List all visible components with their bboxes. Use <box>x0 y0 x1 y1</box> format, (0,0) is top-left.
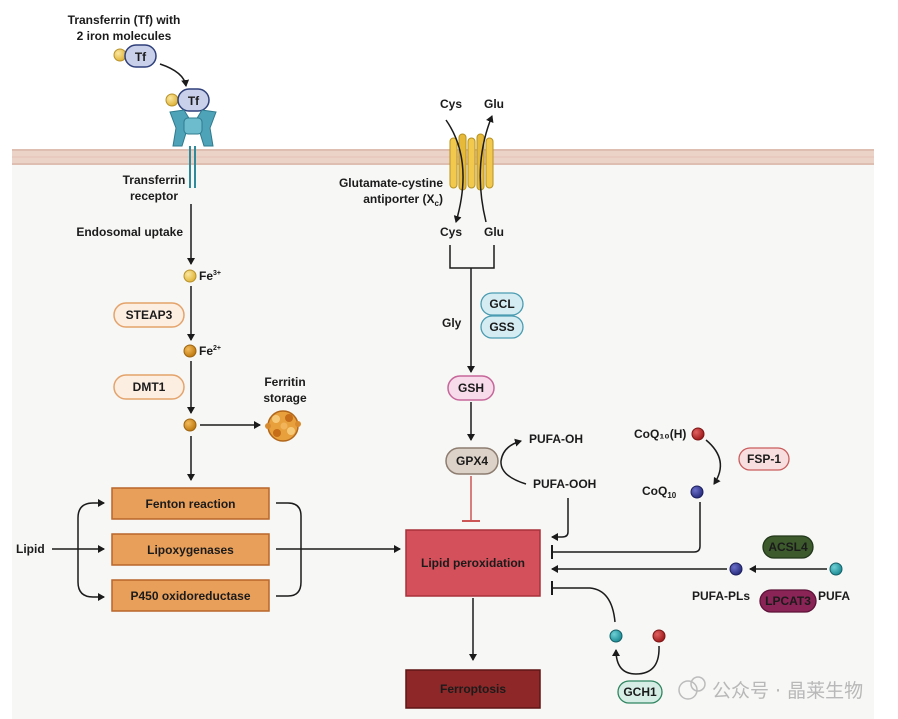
receptor-label-line2: receptor <box>130 189 178 203</box>
pufa-pls-label: PUFA-PLs <box>692 589 750 603</box>
p450-label: P450 oxidoreductase <box>130 589 250 603</box>
iron-atom-icon <box>113 48 127 62</box>
watermark: 公众号 · 晶莱生物 <box>678 676 863 702</box>
ferritin-label-line1: Ferritin <box>264 375 305 389</box>
antiporter-label-line1: Glutamate-cystine <box>339 176 443 190</box>
cys-top-label: Cys <box>440 97 462 111</box>
fe2-label: Fe2+ <box>199 344 221 358</box>
antiporter-label-line2: antiporter (Xc) <box>363 192 443 208</box>
transferrin-label-line1: Transferrin (Tf) with <box>68 13 181 27</box>
gss-enzyme <box>480 315 524 339</box>
iron-atom-icon <box>165 93 179 107</box>
fenton-label: Fenton reaction <box>145 497 235 511</box>
coq10-label: CoQ10 <box>642 484 677 500</box>
fe3-label: Fe3+ <box>199 269 221 283</box>
coq10h-molecule-icon <box>691 427 705 441</box>
bh4-molecule-icon <box>609 629 623 643</box>
coq10-molecule-icon <box>690 485 704 499</box>
bh2-molecule-icon <box>652 629 666 643</box>
lipid-peroxidation-box <box>405 529 541 597</box>
gpx4-inhibition-bar <box>462 476 480 522</box>
lipid-label: Lipid <box>16 542 45 556</box>
arrow-lipid-to-p450 <box>77 549 105 601</box>
arrow-fsp1-reduction <box>705 439 722 485</box>
cell-membrane <box>12 149 874 165</box>
coq10h-label: CoQ₁₀(H) <box>634 427 686 441</box>
transferrin-label-line2: 2 iron molecules <box>77 29 172 43</box>
gpx4-label: GPX4 <box>456 454 488 468</box>
gss-label: GSS <box>489 320 514 334</box>
antiporter-icon <box>449 133 494 191</box>
transferrin-molecule <box>124 44 157 68</box>
lipid-peroxidation-label: Lipid peroxidation <box>421 556 525 570</box>
arrow-gch1-cycle <box>612 645 660 675</box>
pufa-molecule-icon <box>829 562 843 576</box>
gsh-molecule <box>447 375 495 401</box>
endosomal-uptake-label: Endosomal uptake <box>76 225 183 239</box>
pufa-label: PUFA <box>818 589 850 603</box>
bracket-cys-glu <box>449 245 495 269</box>
wechat-logo-icon <box>678 680 698 700</box>
fenton-reaction-box <box>111 487 270 520</box>
gly-label: Gly <box>442 316 462 330</box>
acsl4-enzyme <box>762 535 814 559</box>
gch1-enzyme <box>617 680 663 704</box>
gch1-inhibition-line <box>551 581 616 623</box>
dmt1-label: DMT1 <box>133 380 166 394</box>
steap3-enzyme <box>113 302 185 328</box>
lpcat3-label: LPCAT3 <box>765 594 811 608</box>
fe3-ion-icon <box>183 269 197 283</box>
coq10-inhibition-line <box>551 502 701 559</box>
acsl4-label: ACSL4 <box>768 540 808 554</box>
arrow-lipid-to-fenton <box>77 499 105 549</box>
tf-bound-label: Tf <box>188 94 200 108</box>
lipoxygenases-label: Lipoxygenases <box>147 543 234 557</box>
cytoplasm-region <box>12 163 874 719</box>
arrow-cys-import <box>445 119 464 223</box>
p450-box <box>111 579 270 612</box>
watermark-text: 公众号 · 晶莱生物 <box>712 680 863 702</box>
fsp1-label: FSP-1 <box>747 452 781 466</box>
glu-top-label: Glu <box>484 97 504 111</box>
arrow-pufa-ooh-to-peroxidation <box>551 498 569 541</box>
pufa-pls-molecule-icon <box>729 562 743 576</box>
ferroptosis-box <box>405 669 541 709</box>
glu-bottom-label: Glu <box>484 225 504 239</box>
pufa-ooh-label: PUFA-OOH <box>533 477 596 491</box>
ferroptosis-label: Ferroptosis <box>440 682 506 696</box>
arrow-tf-binding <box>159 63 190 87</box>
pufa-oh-label: PUFA-OH <box>529 432 583 446</box>
fe2-ion-icon <box>183 344 197 358</box>
dmt1-transporter <box>113 374 185 400</box>
cys-bottom-label: Cys <box>440 225 462 239</box>
lipoxygenases-box <box>111 533 270 566</box>
gcl-label: GCL <box>489 297 514 311</box>
lpcat3-enzyme <box>759 589 817 613</box>
labile-iron-icon <box>183 418 197 432</box>
gch1-label: GCH1 <box>623 685 657 699</box>
gpx4-enzyme <box>445 447 499 475</box>
ferritin-label-line2: storage <box>263 391 307 405</box>
steap3-label: STEAP3 <box>126 308 173 322</box>
transferrin-bound <box>177 88 210 112</box>
ferritin-cage-icon <box>265 410 301 442</box>
transferrin-receptor-icon <box>169 109 217 188</box>
fsp1-enzyme <box>738 447 790 471</box>
receptor-label-line1: Transferrin <box>123 173 186 187</box>
gsh-label: GSH <box>458 381 484 395</box>
tf-label: Tf <box>135 50 147 64</box>
gcl-enzyme <box>480 292 524 316</box>
arrow-pufa-ooh-to-oh <box>500 438 527 485</box>
arrow-glu-export <box>479 115 494 223</box>
